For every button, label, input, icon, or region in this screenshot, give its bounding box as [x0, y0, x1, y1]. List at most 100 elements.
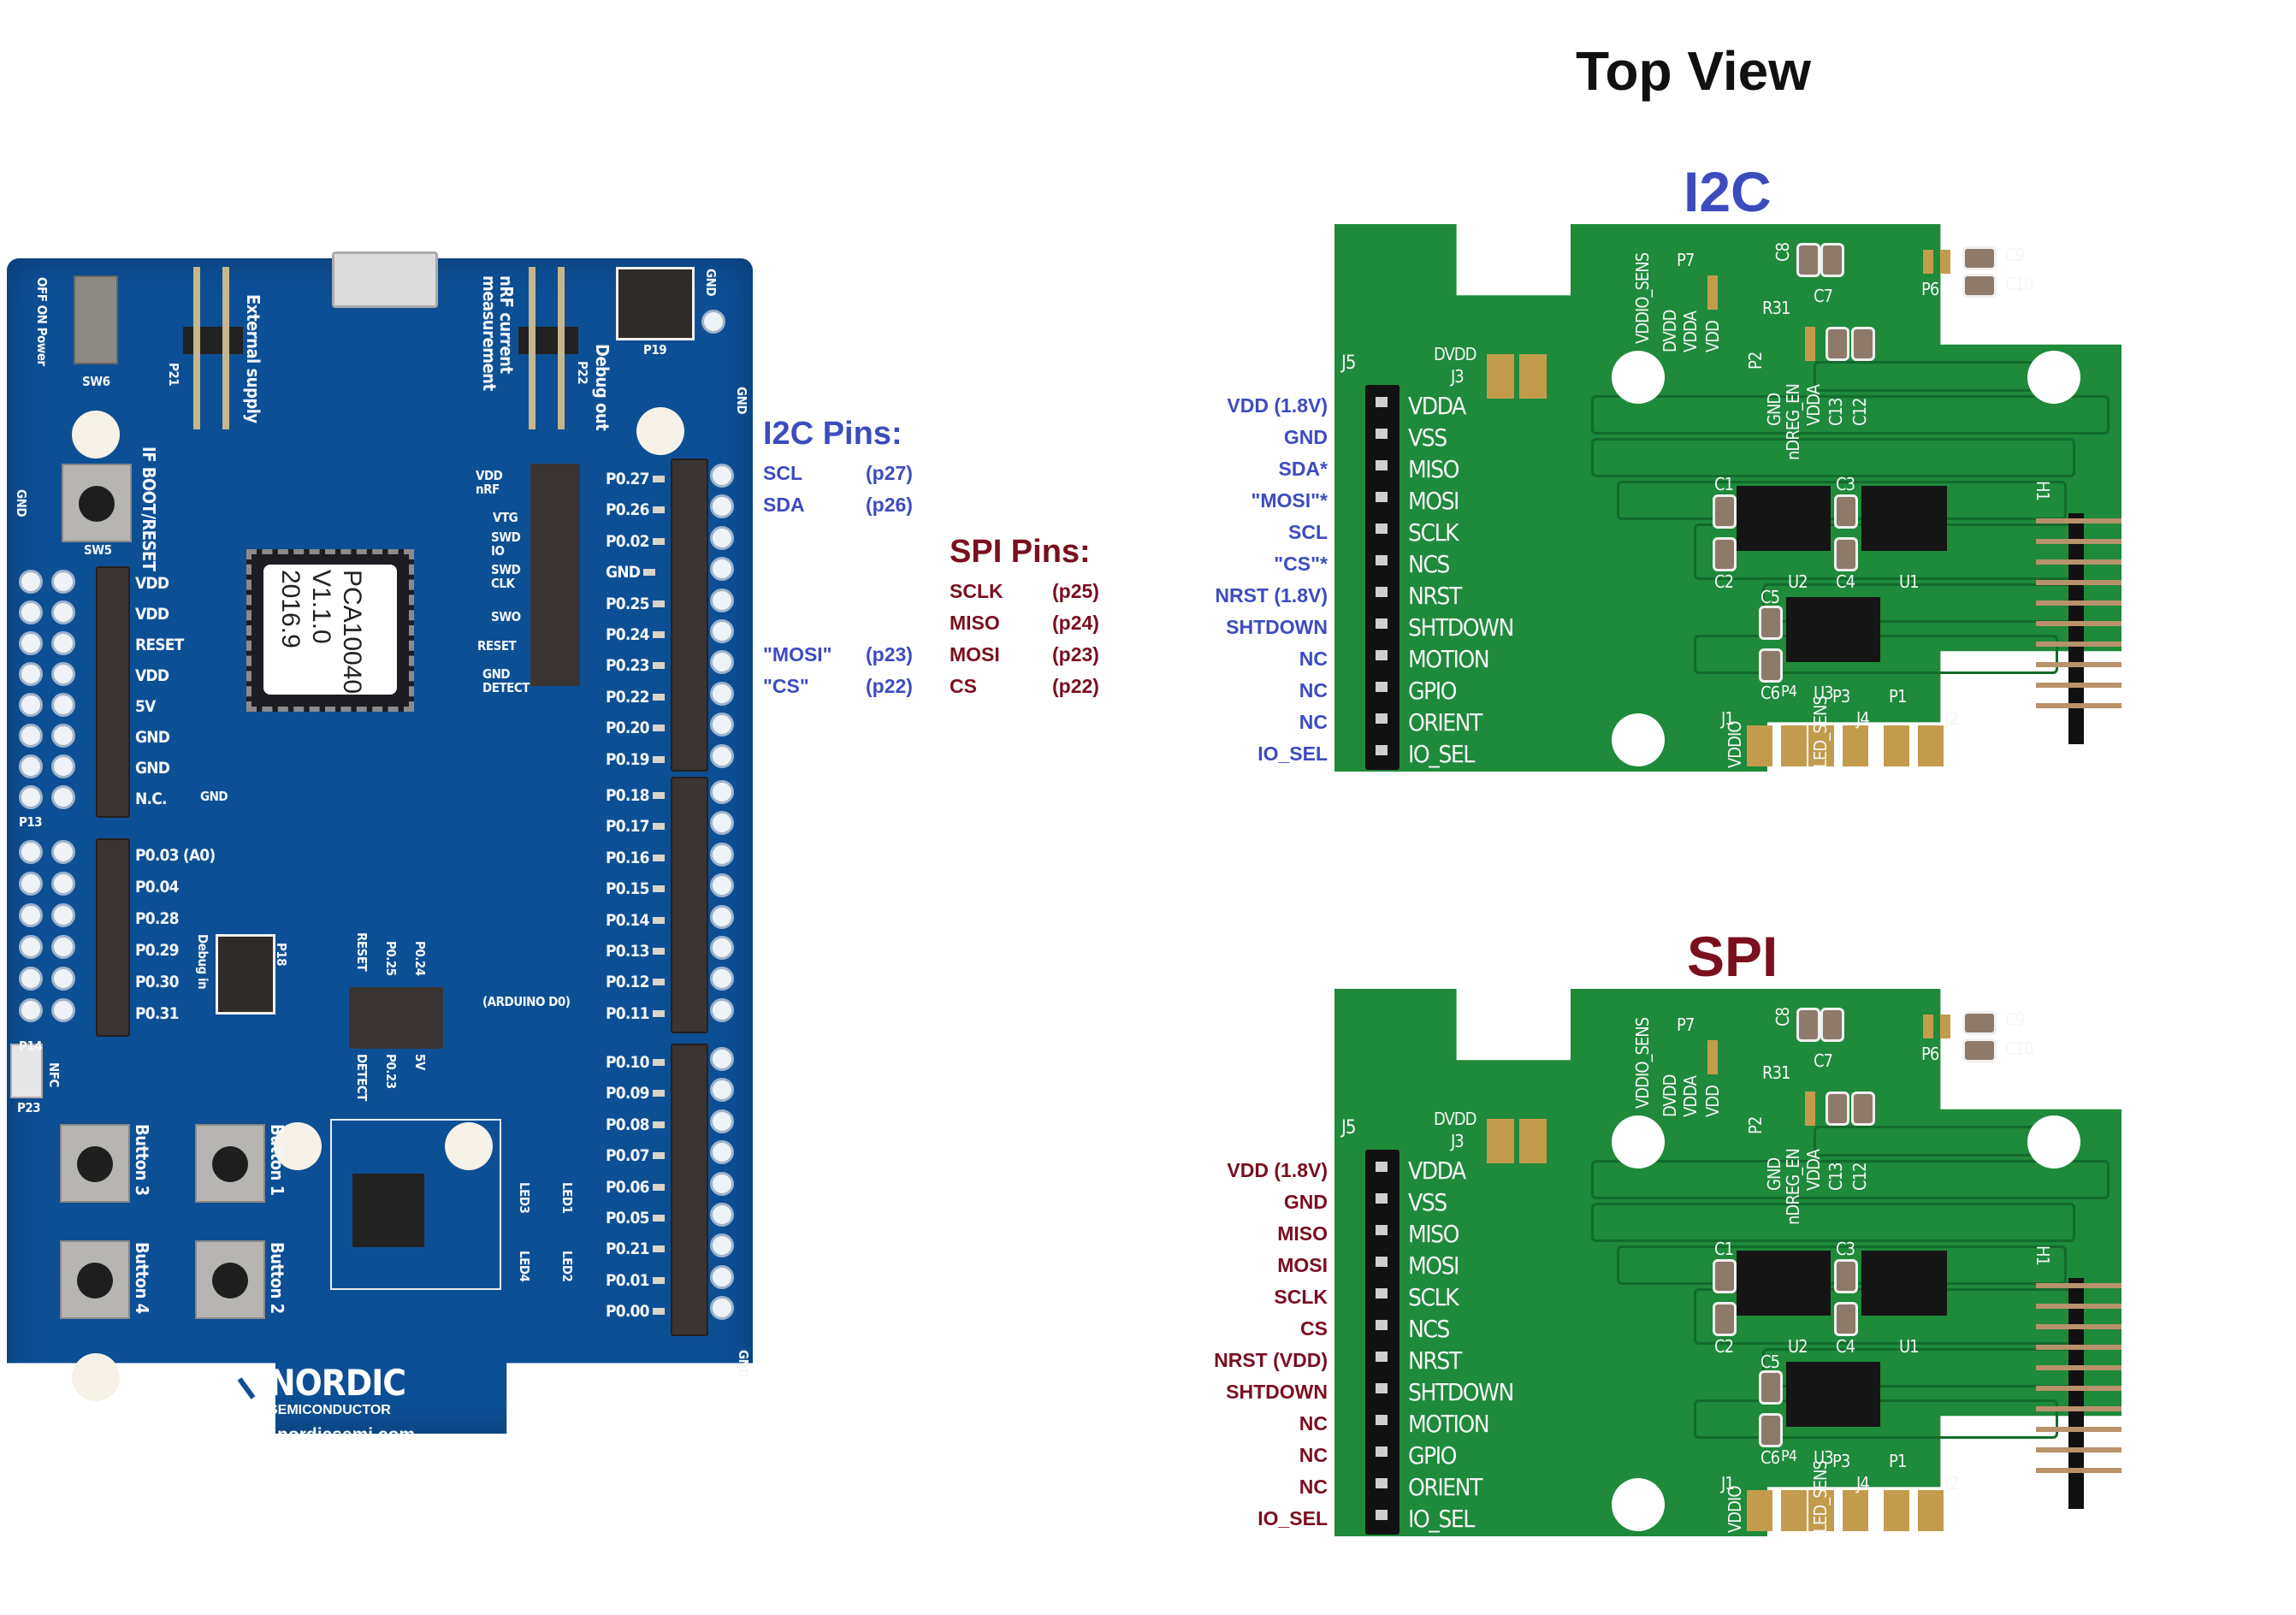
debug-in-connector[interactable]: [216, 934, 275, 1015]
header-pin-stub: [652, 1090, 665, 1097]
breakout-hole: [51, 840, 75, 864]
breakout-hole: [51, 935, 75, 959]
header-pin: [1376, 397, 1388, 407]
button-4[interactable]: [60, 1240, 130, 1319]
c2-label: C2: [1714, 571, 1734, 592]
breakout-hole: [710, 557, 734, 582]
current-measurement-header[interactable]: [518, 327, 578, 354]
spi-pin: (p22): [1052, 675, 1099, 697]
breakout-hole: [51, 570, 75, 594]
button-1-label: Button 1: [267, 1124, 287, 1196]
dvdd-label: DVDD: [1434, 344, 1477, 364]
header-pin: [1376, 555, 1388, 565]
i2c-signal: SCL: [763, 462, 802, 484]
breakout-hole: [51, 662, 75, 686]
external-pin-label: SHTDOWN: [1226, 616, 1328, 638]
breakout-hole: [51, 903, 75, 927]
p3-label: P3: [1832, 1451, 1850, 1471]
pcb-pin-label: MOTION: [1408, 645, 1490, 673]
button-3-label: Button 3: [132, 1124, 152, 1196]
p7-label: P7: [1677, 250, 1695, 270]
spi-view-title: SPI: [1687, 925, 1778, 988]
vddio-sens-label: VDDIO_SENS: [1632, 1017, 1653, 1109]
right-header-pin-label: P0.16: [606, 848, 649, 867]
spi-signal: SCLK: [950, 580, 1003, 602]
spi-jumper-header[interactable]: [349, 987, 443, 1049]
swd-header[interactable]: [530, 464, 580, 686]
power-header-pin-label: N.C.: [135, 790, 167, 808]
r31-label: R31: [1762, 298, 1790, 318]
breakout-hole: [710, 1078, 734, 1103]
right-header-pin: P0.16: [606, 843, 665, 873]
button-2-label: Button 2: [267, 1242, 287, 1314]
spi-legend-row: MISO (p24): [950, 607, 1099, 639]
right-header-pin: P0.02: [606, 526, 665, 557]
external-pin-label: SCL: [1288, 521, 1328, 543]
j5-header[interactable]: [1365, 1150, 1399, 1535]
p024-jumper-label: P0.24: [412, 941, 428, 976]
j3-label: J3: [1451, 366, 1465, 387]
pcb-pin-label: ORIENT: [1408, 708, 1482, 737]
analog-header[interactable]: [96, 838, 130, 1037]
spi-pin: (p25): [1052, 580, 1099, 602]
h1-connector[interactable]: [2068, 513, 2084, 744]
debug-out-connector[interactable]: [616, 267, 695, 340]
right-header-bottom[interactable]: [671, 1044, 708, 1336]
breakout-hole: [710, 588, 734, 612]
button-2[interactable]: [195, 1240, 265, 1319]
reset-button[interactable]: [62, 464, 132, 542]
arduino-d0-label: (ARDUINO D0): [482, 994, 571, 1009]
chip-part: PCA10040: [338, 570, 366, 695]
c2-label: C2: [1714, 1336, 1734, 1357]
spi-pin: (p24): [1052, 612, 1099, 634]
external-pin-label: "CS"*: [1274, 553, 1328, 575]
breakout-hole: [710, 997, 734, 1022]
header-pin-stub: [652, 476, 665, 482]
c10-label: C10: [2005, 274, 2033, 294]
u3-chip: [1786, 1362, 1880, 1427]
gnd-left-label: GND: [14, 489, 29, 518]
pcb-pin-label: SHTDOWN: [1408, 613, 1514, 642]
u1-label: U1: [1899, 571, 1920, 592]
button-1[interactable]: [195, 1124, 265, 1203]
pcb-trace: [1591, 1160, 2110, 1199]
pcb-pin-label: SHTDOWN: [1408, 1378, 1514, 1406]
right-header-pin: P0.07: [606, 1140, 665, 1171]
header-pin: [1376, 1415, 1388, 1425]
c1-label: C1: [1714, 1239, 1734, 1259]
external-supply-header[interactable]: [183, 327, 243, 354]
nfc-connector[interactable]: [10, 1044, 43, 1098]
h1-pin: [2036, 642, 2121, 647]
right-header-mid[interactable]: [671, 777, 708, 1033]
swd-clk-label: SWD CLK: [491, 562, 521, 591]
right-header-pin: P0.20: [606, 713, 665, 743]
header-pin: [1376, 618, 1388, 629]
header-pin: [529, 267, 536, 429]
h1-connector[interactable]: [2068, 1278, 2084, 1509]
u2-chip: [1737, 1251, 1831, 1316]
breakout-hole: [51, 754, 75, 778]
header-pin-stub: [652, 823, 665, 831]
right-header-top[interactable]: [671, 458, 708, 772]
breakout-hole: [51, 872, 75, 896]
nreg-en-label: nDREG_EN: [1783, 1149, 1803, 1225]
breakout-hole: [710, 713, 734, 737]
pcb-pin-label: GPIO: [1408, 1441, 1457, 1470]
power-header-pin: RESET: [135, 630, 184, 660]
p23-label: P23: [17, 1100, 41, 1115]
power-header[interactable]: [96, 566, 130, 818]
j5-header[interactable]: [1365, 385, 1399, 770]
p4-label: P4: [1781, 683, 1797, 701]
mounting-hole: [1612, 1115, 1665, 1168]
right-header-pin-label: P0.17: [606, 817, 649, 837]
mounting-hole: [636, 407, 684, 455]
button-3[interactable]: [60, 1124, 130, 1203]
right-header-pin-label: P0.13: [606, 942, 649, 961]
right-header-pin-label: P0.05: [606, 1209, 649, 1228]
analog-header-pin-label: P0.31: [135, 1004, 179, 1023]
i2c-pin: (p27): [866, 462, 913, 484]
power-switch[interactable]: [74, 275, 118, 364]
bottom-pad: [1808, 1490, 1834, 1531]
header-pin: [1376, 745, 1388, 755]
mounting-hole: [1954, 1478, 2007, 1531]
